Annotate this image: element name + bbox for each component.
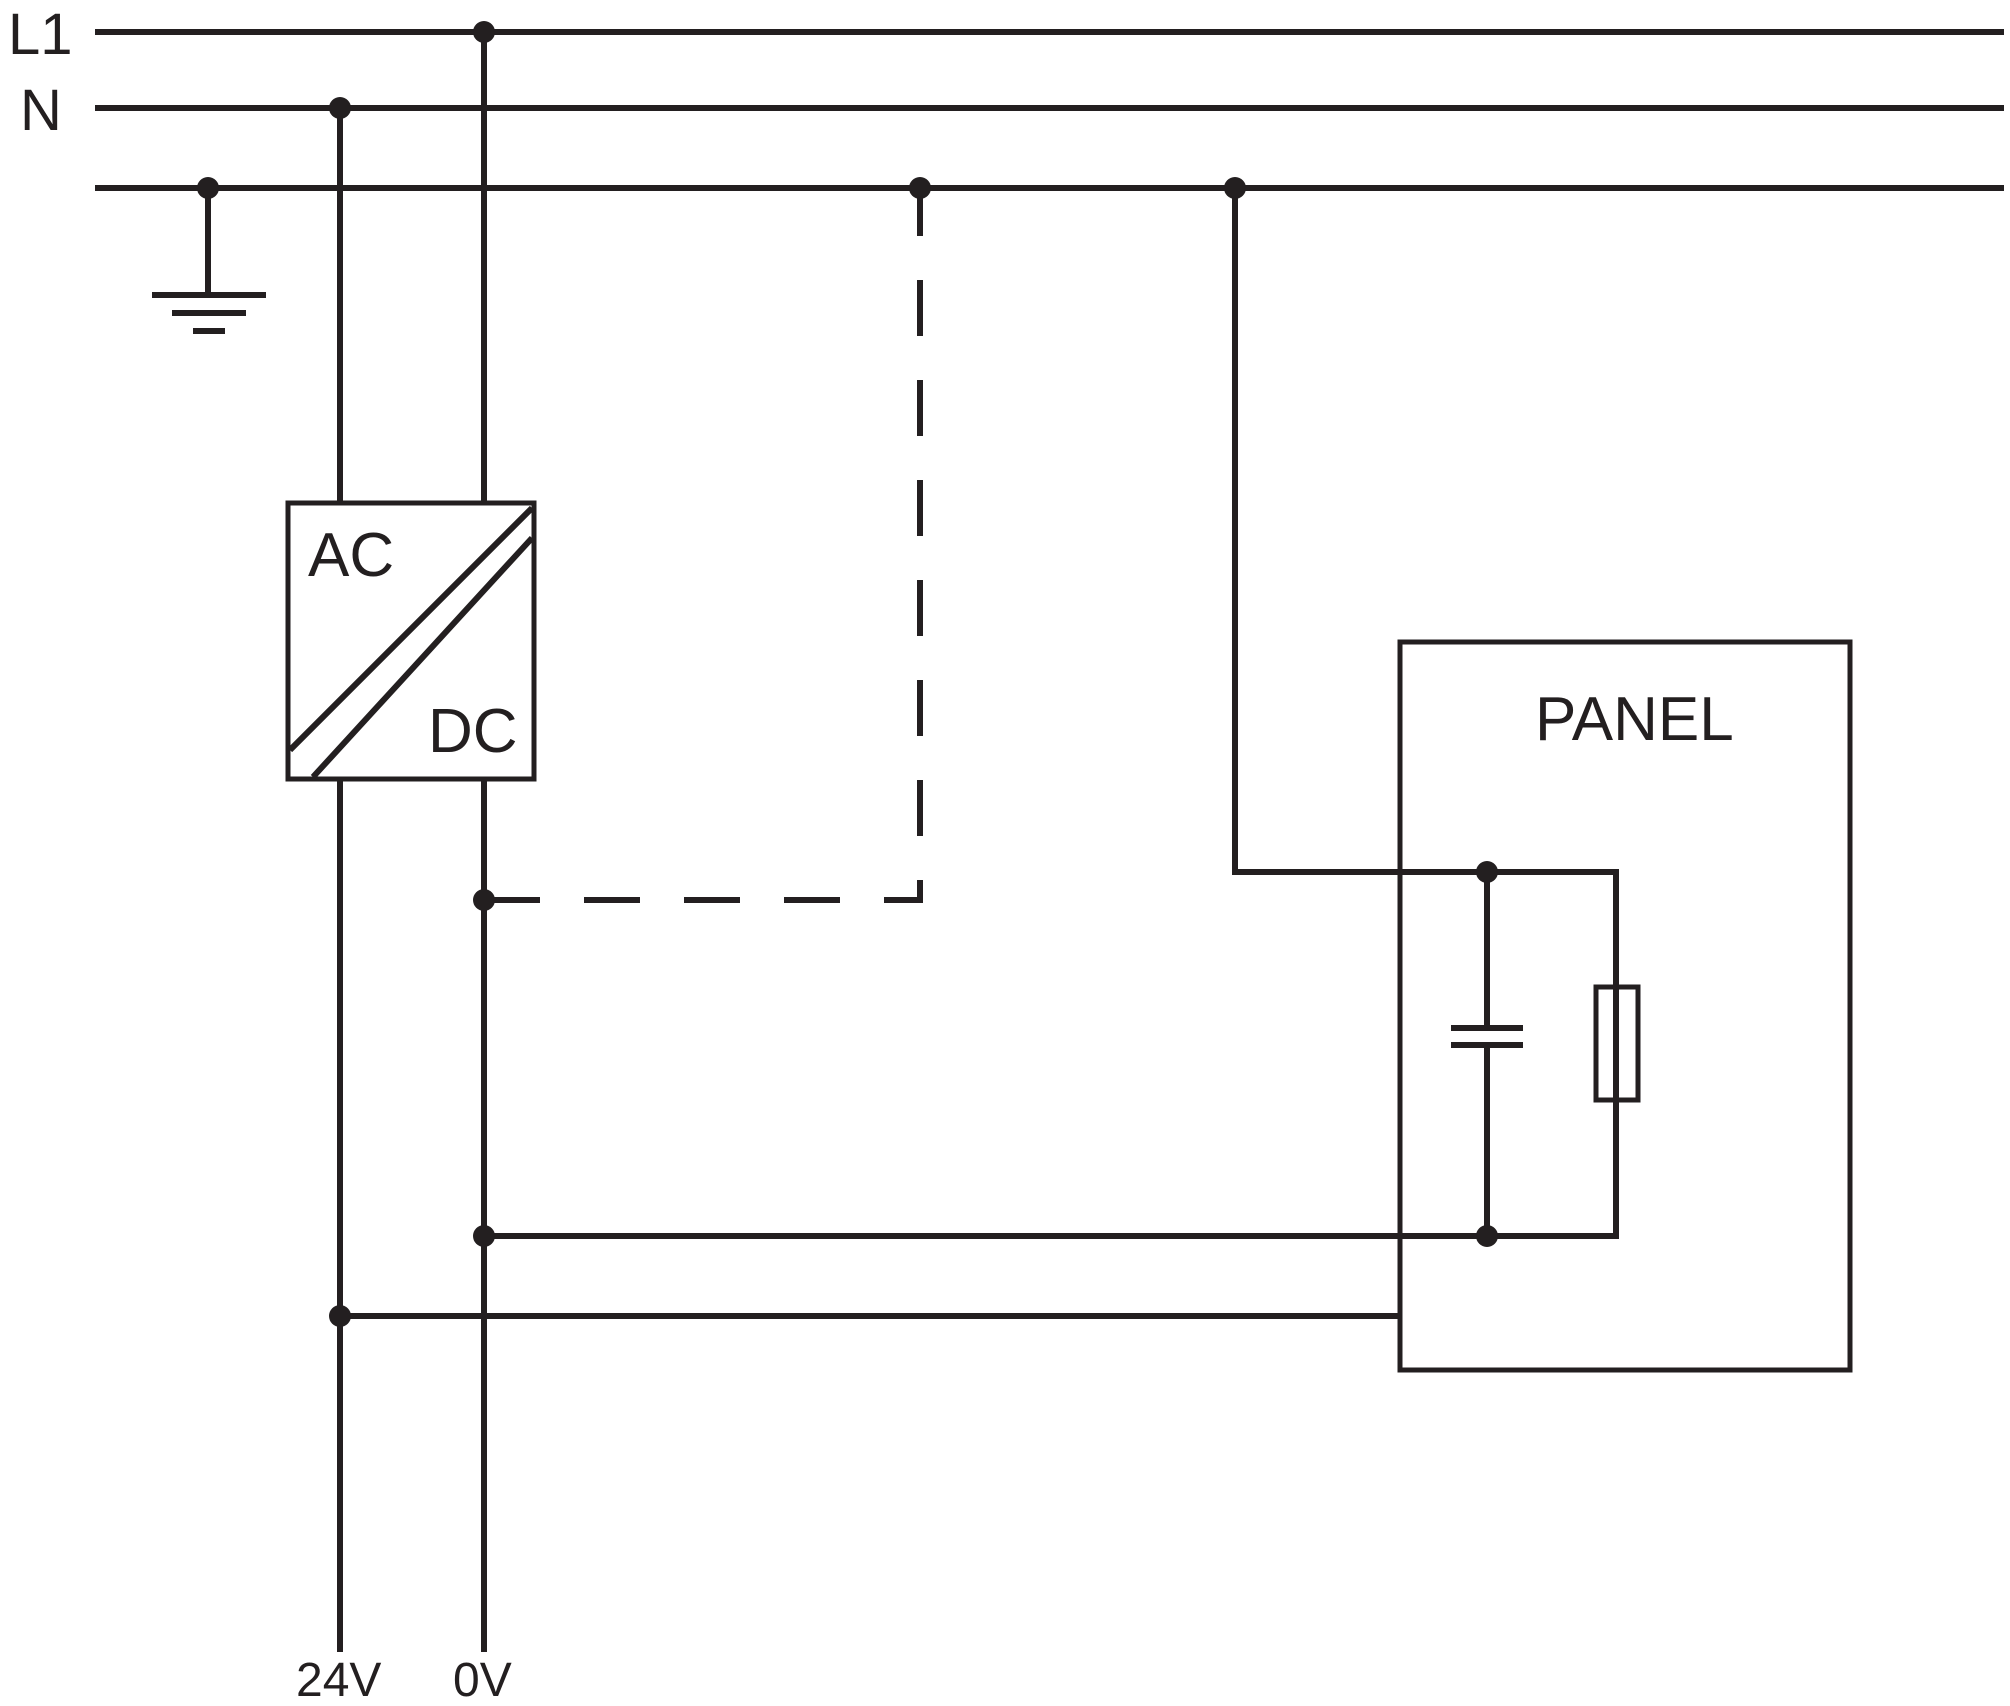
node-l1 [473,21,495,43]
ground-symbol [152,188,266,334]
node-panel-rc-top [1476,861,1498,883]
dashed-pe-link [484,188,923,903]
node-0v-panel [473,1225,495,1247]
node-pe-panel [1224,177,1246,199]
node-0v-dashed [473,889,495,911]
output-label-24v: 24V [296,1654,381,1706]
converter-box [285,500,537,782]
node-24v-panel [329,1305,351,1327]
converter-diagonal-lower [310,535,535,780]
converter-diagonal-upper [287,505,535,753]
rail-label-l1: L1 [8,2,73,67]
node-pe-ground [197,177,219,199]
converter-ac-label: AC [308,521,394,590]
node-pe-dashed [909,177,931,199]
panel-label: PANEL [1535,685,1734,754]
rail-label-n: N [20,78,62,143]
junction-nodes [197,21,1498,1327]
panel-box [1397,639,1853,1373]
converter-dc-label: DC [428,697,518,766]
resistor-symbol [1593,984,1641,1103]
panel: PANEL [1397,639,1853,1373]
node-n [329,97,351,119]
node-panel-rc-bottom [1476,1225,1498,1247]
output-label-0v: 0V [453,1654,512,1706]
ac-dc-converter: AC DC [285,500,537,782]
wire-pe-to-panel [1232,188,1619,1239]
